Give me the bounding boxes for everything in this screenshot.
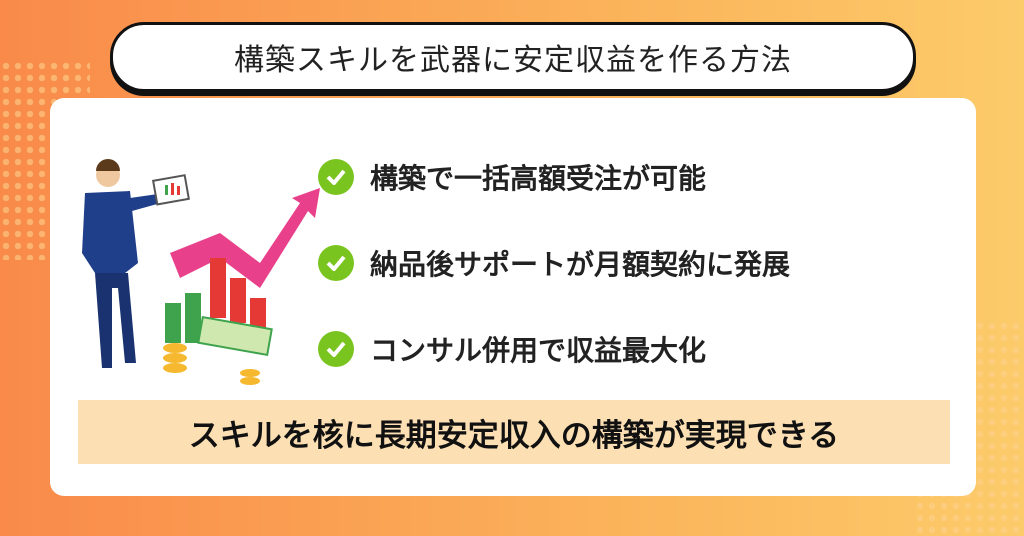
benefit-item: 納品後サポートが月額契約に発展 — [318, 220, 790, 306]
benefit-item: コンサル併用で収益最大化 — [318, 306, 790, 392]
benefit-text: コンサル併用で収益最大化 — [370, 334, 707, 367]
check-circle-icon — [318, 245, 354, 281]
summary-banner: スキルを核に長期安定収入の構築が実現できる — [78, 400, 950, 464]
benefit-text: 構築で一括高額受注が可能 — [370, 162, 707, 195]
businessman-chart-illustration — [82, 159, 320, 385]
benefit-text: 納品後サポートが月額契約に発展 — [370, 248, 791, 281]
benefit-list: 構築で一括高額受注が可能 納品後サポートが月額契約に発展 コンサル併用で収益最大… — [318, 134, 790, 392]
benefit-item: 構築で一括高額受注が可能 — [318, 134, 790, 220]
page-title: 構築スキルを武器に安定収益を作る方法 — [110, 22, 916, 92]
check-circle-icon — [318, 331, 354, 367]
content-card: 構築で一括高額受注が可能 納品後サポートが月額契約に発展 コンサル併用で収益最大… — [50, 98, 976, 496]
check-circle-icon — [318, 159, 354, 195]
